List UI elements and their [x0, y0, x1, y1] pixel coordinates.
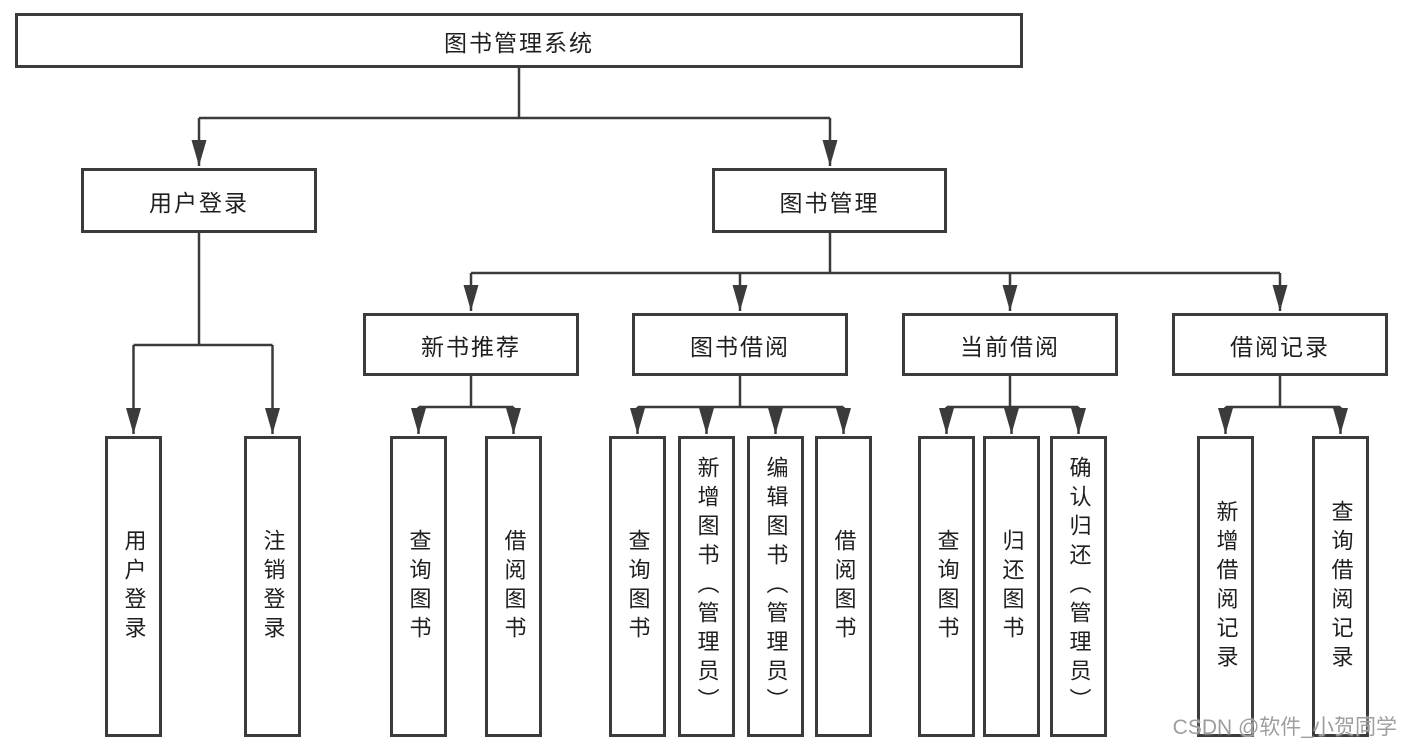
node-book-borrow: 图书借阅: [632, 313, 848, 376]
leaf-recommend-query-books: 查询图书: [390, 436, 447, 737]
leaf-records-add-record-label: 新增借阅记录: [1213, 499, 1239, 674]
node-user-login-label: 用户登录: [149, 189, 249, 216]
leaf-logout-login-label: 注销登录: [260, 528, 286, 645]
node-user-login: 用户登录: [81, 168, 317, 233]
node-current-borrow-label: 当前借阅: [960, 333, 1060, 360]
leaf-current-query-books-label: 查询图书: [934, 528, 960, 645]
leaf-records-query-record: 查询借阅记录: [1312, 436, 1369, 737]
node-new-book-recommend-label: 新书推荐: [421, 333, 521, 360]
leaf-current-query-books: 查询图书: [918, 436, 975, 737]
leaf-current-return-books: 归还图书: [983, 436, 1040, 737]
leaf-recommend-borrow-books: 借阅图书: [485, 436, 542, 737]
leaf-current-confirm-return-admin: 确认归还（管理员）: [1050, 436, 1107, 737]
leaf-logout-login: 注销登录: [244, 436, 301, 737]
node-book-borrow-label: 图书借阅: [690, 333, 790, 360]
leaf-records-add-record: 新增借阅记录: [1197, 436, 1254, 737]
node-book-management: 图书管理: [712, 168, 947, 233]
leaf-borrow-borrow-books: 借阅图书: [815, 436, 872, 737]
node-borrow-records: 借阅记录: [1172, 313, 1388, 376]
leaf-borrow-edit-books-admin-label: 编辑图书（管理员）: [763, 456, 789, 717]
leaf-current-confirm-return-admin-label: 确认归还（管理员）: [1066, 456, 1092, 717]
leaf-borrow-borrow-books-label: 借阅图书: [831, 528, 857, 645]
node-new-book-recommend: 新书推荐: [363, 313, 579, 376]
leaf-user-login-label: 用户登录: [121, 528, 147, 645]
node-current-borrow: 当前借阅: [902, 313, 1118, 376]
leaf-borrow-query-books-label: 查询图书: [625, 528, 651, 645]
node-root-label: 图书管理系统: [444, 29, 594, 56]
csdn-watermark: CSDN @软件_小贺同学: [1172, 716, 1397, 739]
leaf-borrow-query-books: 查询图书: [609, 436, 666, 737]
node-book-management-label: 图书管理: [779, 189, 880, 216]
node-root: 图书管理系统: [15, 13, 1023, 68]
leaf-current-return-books-label: 归还图书: [999, 528, 1025, 645]
leaf-borrow-add-books-admin: 新增图书（管理员）: [678, 436, 735, 737]
leaf-recommend-query-books-label: 查询图书: [406, 528, 432, 645]
leaf-records-query-record-label: 查询借阅记录: [1328, 499, 1354, 674]
leaf-borrow-add-books-admin-label: 新增图书（管理员）: [694, 456, 720, 717]
leaf-borrow-edit-books-admin: 编辑图书（管理员）: [747, 436, 804, 737]
leaf-recommend-borrow-books-label: 借阅图书: [501, 528, 527, 645]
node-borrow-records-label: 借阅记录: [1230, 333, 1330, 360]
leaf-user-login: 用户登录: [105, 436, 162, 737]
